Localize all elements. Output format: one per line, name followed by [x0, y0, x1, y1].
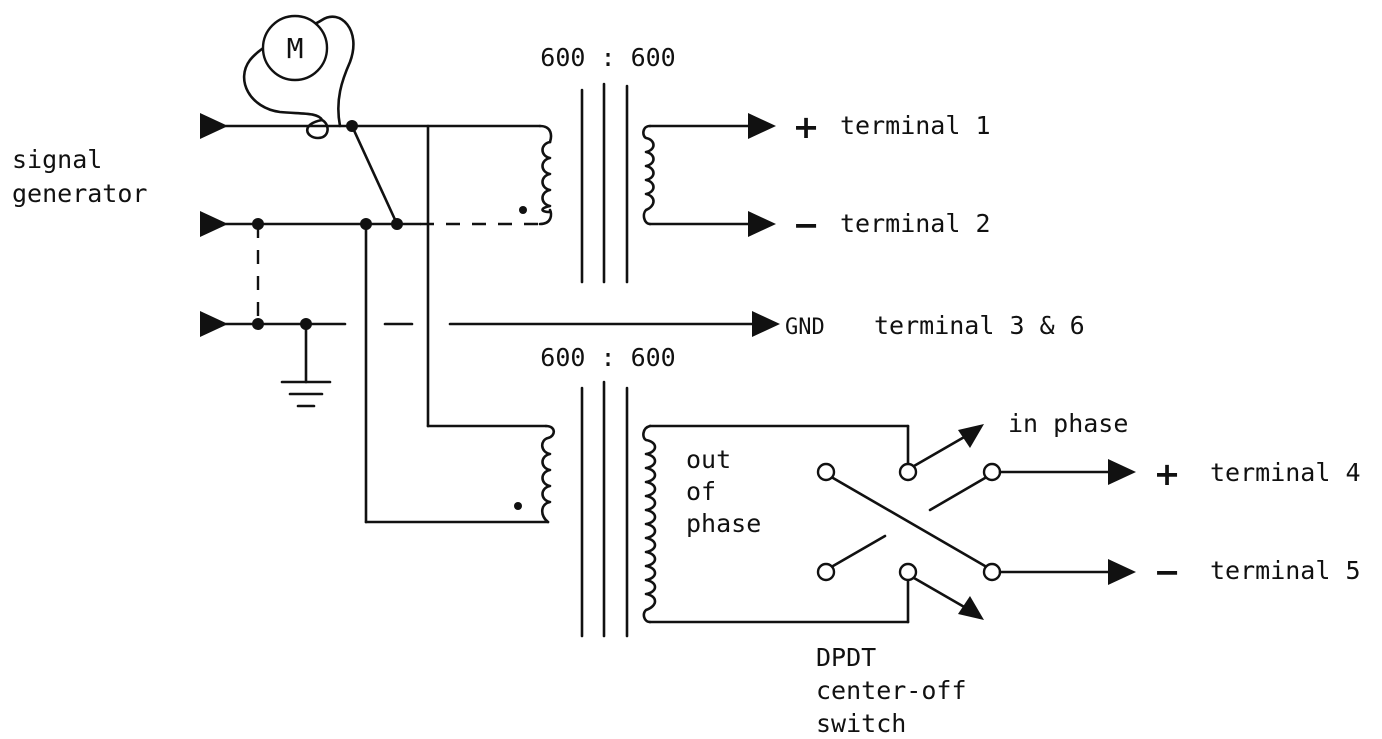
switch-label-line1: DPDT — [816, 643, 876, 672]
terminal-1-label: terminal 1 — [840, 111, 991, 140]
sign-plus-1: + — [793, 108, 820, 146]
out-phase-line3: phase — [686, 509, 761, 538]
sign-minus-5: − — [1154, 553, 1181, 591]
transformer-bottom: 600 : 600 — [514, 343, 910, 638]
junction-dots — [252, 120, 403, 330]
ratio-top: 600 : 600 — [540, 43, 675, 72]
wires — [224, 124, 780, 524]
source-label-line2: generator — [12, 179, 147, 208]
gnd-label: GND — [785, 315, 825, 340]
ratio-bottom: 600 : 600 — [540, 343, 675, 372]
dpdt-switch — [816, 424, 1136, 620]
input-arrow-1 — [200, 113, 228, 139]
transformer-top: 600 : 600 — [519, 43, 776, 284]
sign-plus-4: + — [1154, 455, 1181, 493]
input-arrows — [200, 113, 228, 337]
sign-minus-2: − — [793, 206, 820, 244]
motor-potentiometer: M — [242, 14, 355, 140]
primary-coil-top — [541, 140, 552, 214]
terminal-36-label: terminal 3 & 6 — [874, 311, 1085, 340]
switch-label-line3: switch — [816, 709, 906, 738]
terminal-4-label: terminal 4 — [1210, 458, 1361, 487]
source-label-line1: signal — [12, 145, 102, 174]
in-phase-label: in phase — [1008, 409, 1128, 438]
switch-label-line2: center-off — [816, 676, 967, 705]
terminal-2-label: terminal 2 — [840, 209, 991, 238]
out-phase-line1: out — [686, 445, 731, 474]
out-phase-line2: of — [686, 477, 716, 506]
motor-label: M — [287, 32, 304, 65]
input-arrow-2 — [200, 211, 228, 237]
terminal-5-label: terminal 5 — [1210, 556, 1361, 585]
input-arrow-3 — [200, 311, 228, 337]
motor-circle — [261, 14, 329, 82]
